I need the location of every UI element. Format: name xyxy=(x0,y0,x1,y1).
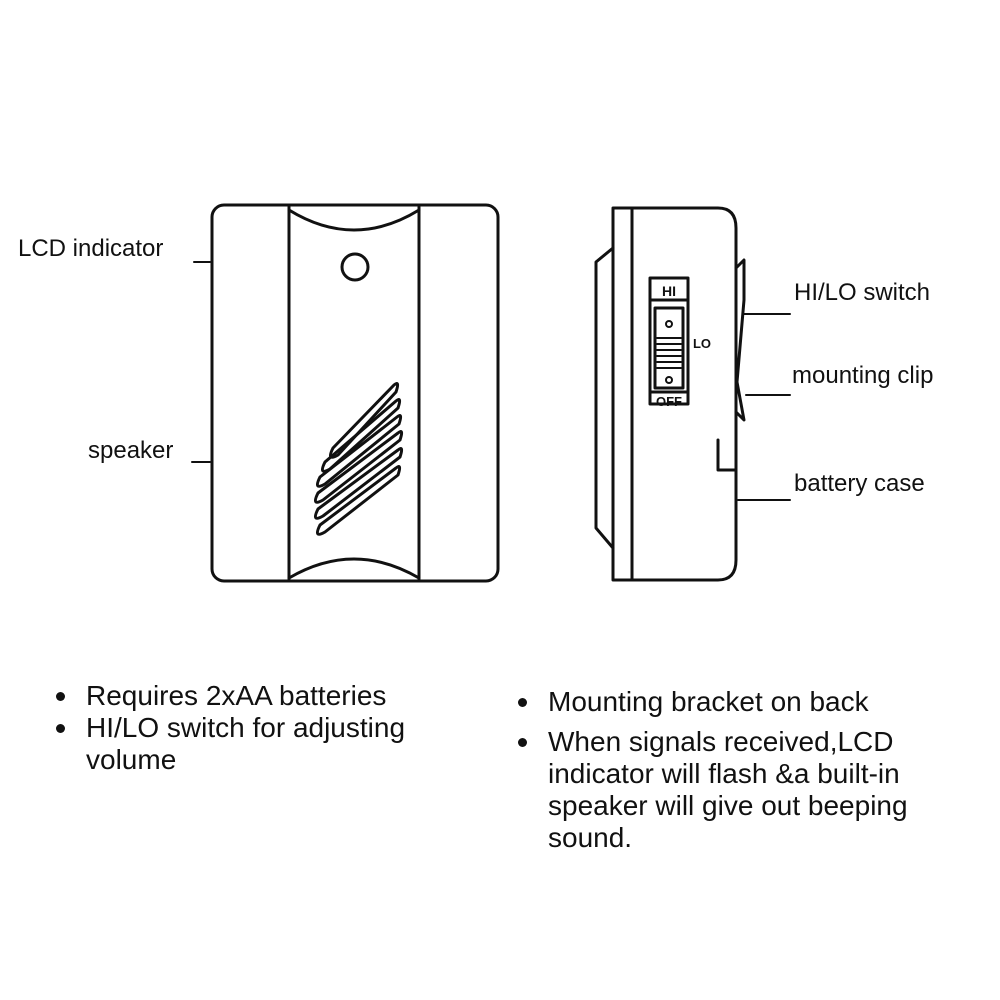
battery-case-seam xyxy=(716,438,738,472)
label-mounting-clip: mounting clip xyxy=(792,362,934,389)
hilo-switch-ridges xyxy=(656,337,682,369)
switch-lo-label: LO xyxy=(693,336,711,351)
bullet-item: Mounting bracket on back xyxy=(512,686,982,718)
bullet-item: Requires 2xAA batteries xyxy=(50,680,480,712)
side-body xyxy=(611,206,738,582)
front-panel-bottom-arc xyxy=(287,557,421,580)
speaker-grille xyxy=(313,382,404,536)
switch-off-label: OFF xyxy=(656,394,682,409)
side-front-bevel xyxy=(594,246,615,550)
feature-list-right: Mounting bracket on back When signals re… xyxy=(512,686,982,854)
label-speaker: speaker xyxy=(88,437,174,464)
switch-hi-label: HI xyxy=(662,283,676,299)
label-lcd-indicator: LCD indicator xyxy=(18,235,164,262)
front-panel-top-arc xyxy=(287,208,421,232)
label-battery-case: battery case xyxy=(794,470,925,497)
side-view xyxy=(594,206,746,582)
hilo-switch-housing xyxy=(648,276,690,406)
front-view xyxy=(210,203,500,583)
bullet-item: When signals received,LCD indicator will… xyxy=(512,726,982,854)
bullet-item: HI/LO switch for adjusting volume xyxy=(50,712,480,776)
label-hilo-switch: HI/LO switch xyxy=(794,279,931,306)
mounting-clip xyxy=(734,258,746,422)
leader-lines xyxy=(191,261,791,501)
lcd-indicator-led xyxy=(340,252,370,282)
feature-list-left: Requires 2xAA batteries HI/LO switch for… xyxy=(50,680,480,776)
hilo-switch-track xyxy=(653,306,685,390)
front-body xyxy=(210,203,500,583)
